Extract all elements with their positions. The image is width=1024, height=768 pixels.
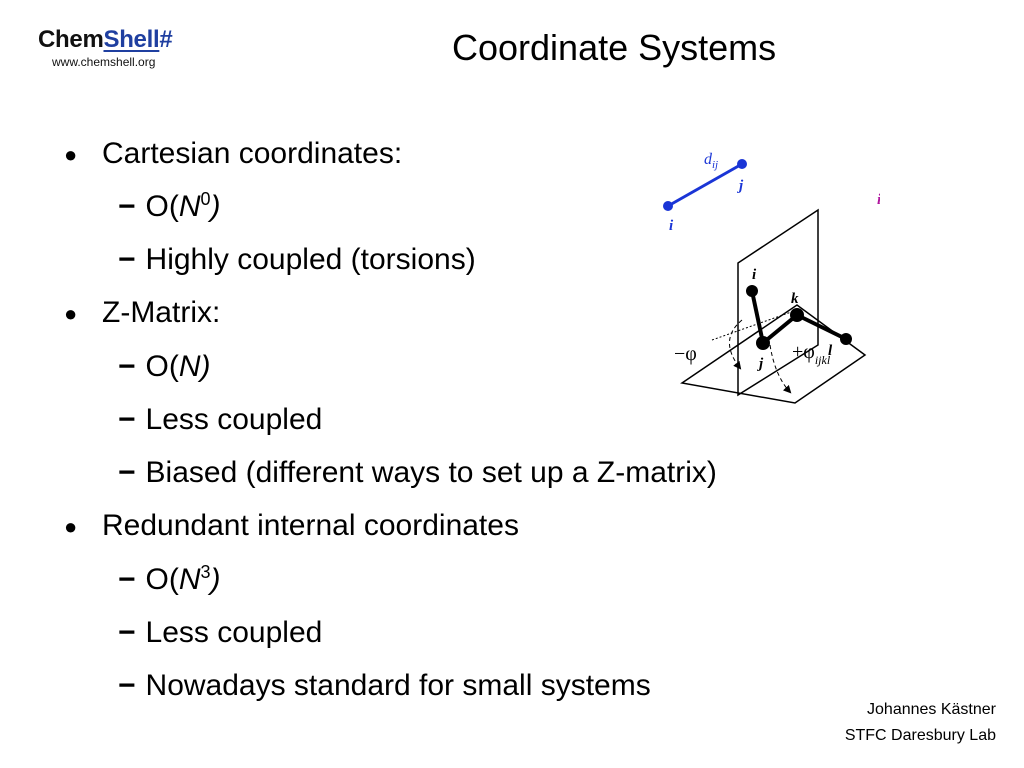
sub-bullet-item: −Less coupled: [118, 616, 323, 649]
bullet-dot: ●: [64, 142, 78, 167]
bond-ij: [750, 290, 765, 344]
positive-phi-label: +φijkl: [792, 341, 831, 367]
atom-label-k: k: [791, 291, 799, 307]
atom-i: [746, 285, 758, 297]
dash-marker: −: [118, 243, 136, 276]
atom-label-i: i: [877, 192, 880, 208]
footer-author: Johannes Kästner: [867, 701, 996, 718]
bullet-item: Cartesian coordinates:: [102, 137, 403, 170]
dash-marker: −: [118, 456, 136, 489]
dash-marker: −: [118, 350, 136, 383]
chemshell-logo: ChemShell# www.chemshell.org: [38, 26, 173, 69]
dash-marker: −: [118, 190, 136, 223]
bullet-item: Z-Matrix:: [102, 296, 221, 329]
sub-bullet-item: −O(N): [118, 350, 211, 383]
footer-affiliation: STFC Daresbury Lab: [844, 727, 996, 744]
dash-marker: −: [118, 669, 136, 702]
atom-j: [756, 336, 770, 350]
coordinate-diagram: dij j i i k j θijk i j k: [663, 151, 880, 404]
torsion-diagram: i j k l −φ +φijkl: [674, 208, 867, 404]
bond-angle-diagram: i k j θijk: [877, 192, 880, 208]
sub-bullet-item: −Biased (different ways to set up a Z-ma…: [118, 456, 717, 489]
bullet-dot: ●: [64, 514, 78, 539]
sub-bullet-item: −Highly coupled (torsions): [118, 243, 476, 276]
atom-label-i: i: [752, 267, 757, 283]
dash-marker: −: [118, 403, 136, 436]
atom-i: [663, 201, 673, 211]
logo-url: www.chemshell.org: [52, 55, 156, 69]
dash-marker: −: [118, 616, 136, 649]
logo-wordmark: ChemShell#: [38, 26, 173, 53]
bond-line: [667, 162, 743, 208]
sub-bullet-item: −Less coupled: [118, 403, 323, 436]
atom-l: [840, 333, 852, 345]
bullet-dot: ●: [64, 301, 78, 326]
sub-bullet-item: −Nowadays standard for small systems: [118, 669, 651, 702]
sub-bullet-item: −O(N0): [118, 189, 221, 223]
negative-phi-label: −φ: [674, 343, 697, 365]
atom-label-l: l: [828, 343, 833, 359]
bond-jk: [761, 313, 799, 345]
atom-j: [737, 159, 747, 169]
sub-bullet-item: −O(N3): [118, 562, 221, 596]
plane-vertical: [737, 208, 819, 397]
slide-title: Coordinate Systems: [452, 27, 777, 68]
atom-k: [790, 308, 804, 322]
dash-marker: −: [118, 563, 136, 596]
bullet-item: Redundant internal coordinates: [102, 509, 519, 542]
negative-rotation-arc: [729, 319, 743, 370]
atom-label-j: j: [757, 356, 764, 372]
bond-label: dij: [704, 151, 718, 171]
dotted-guide: [711, 309, 798, 341]
atom-label-j: j: [737, 178, 744, 194]
plane-horizontal: [680, 304, 867, 404]
bond-length-diagram: dij j i: [663, 151, 747, 234]
atom-label-i: i: [669, 218, 674, 234]
bond-kl: [796, 313, 847, 341]
positive-rotation-arc: [769, 344, 792, 394]
